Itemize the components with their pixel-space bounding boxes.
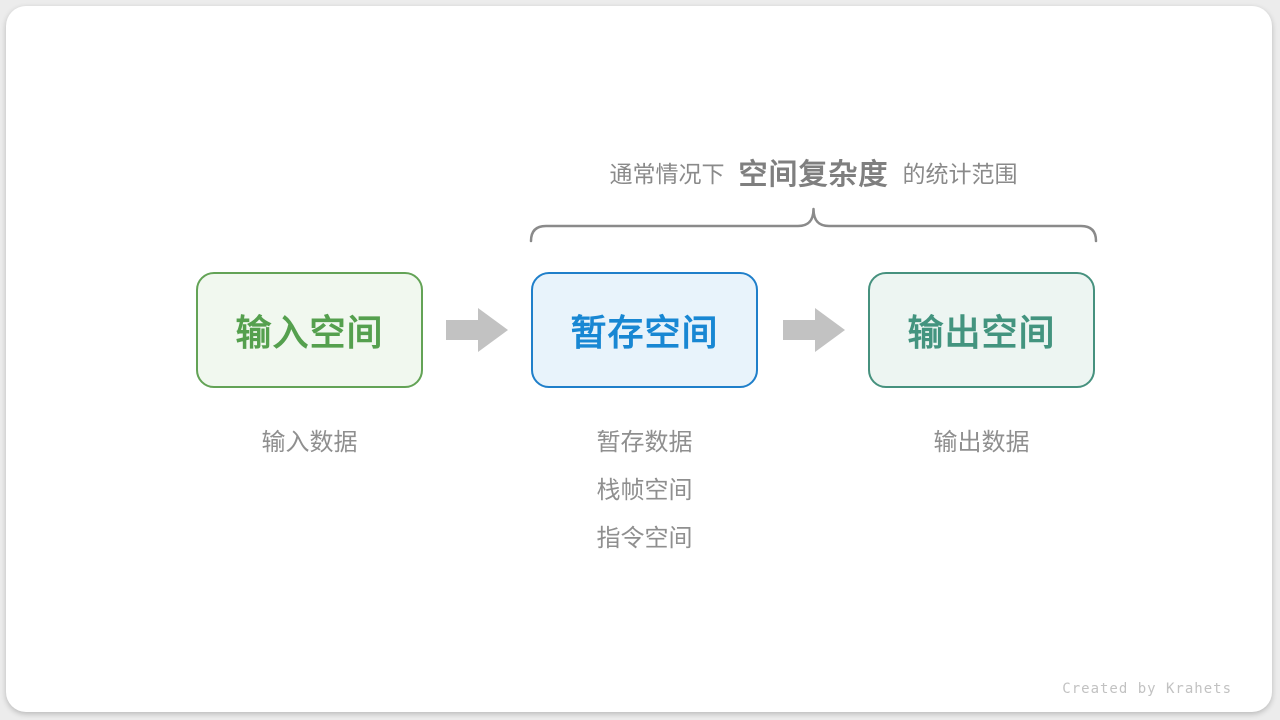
caption-line: 输出数据 xyxy=(933,429,1030,456)
caption-line: 暂存数据 xyxy=(596,429,693,456)
input-space-label: 输入空间 xyxy=(235,312,384,353)
arrow-right-icon xyxy=(446,308,508,352)
arrow-right-icon xyxy=(783,308,845,352)
scope-annotation: 通常情况下 空间复杂度 的统计范围 xyxy=(526,152,1101,192)
caption-line: 栈帧空间 xyxy=(596,477,693,504)
annotation-suffix: 的统计范围 xyxy=(902,161,1018,187)
caption-line: 输入数据 xyxy=(261,429,358,456)
credit-text: Created by Krahets xyxy=(1062,681,1232,697)
output-space-box: 输出空间 xyxy=(868,272,1095,388)
annotation-highlight: 空间复杂度 xyxy=(738,159,889,191)
temp-space-label: 暂存空间 xyxy=(570,312,719,353)
output-space-label: 输出空间 xyxy=(907,312,1056,353)
temp-caption: 暂存数据 栈帧空间 指令空间 xyxy=(531,430,758,574)
input-caption: 输入数据 xyxy=(196,430,423,478)
annotation-prefix: 通常情况下 xyxy=(609,161,725,187)
temp-space-box: 暂存空间 xyxy=(531,272,758,388)
scope-brace xyxy=(529,207,1098,243)
output-caption: 输出数据 xyxy=(868,430,1095,478)
caption-line: 指令空间 xyxy=(596,525,693,552)
diagram-card: 通常情况下 空间复杂度 的统计范围 输入空间 暂存空间 输出空间 输入数据 暂存… xyxy=(6,6,1272,712)
input-space-box: 输入空间 xyxy=(196,272,423,388)
